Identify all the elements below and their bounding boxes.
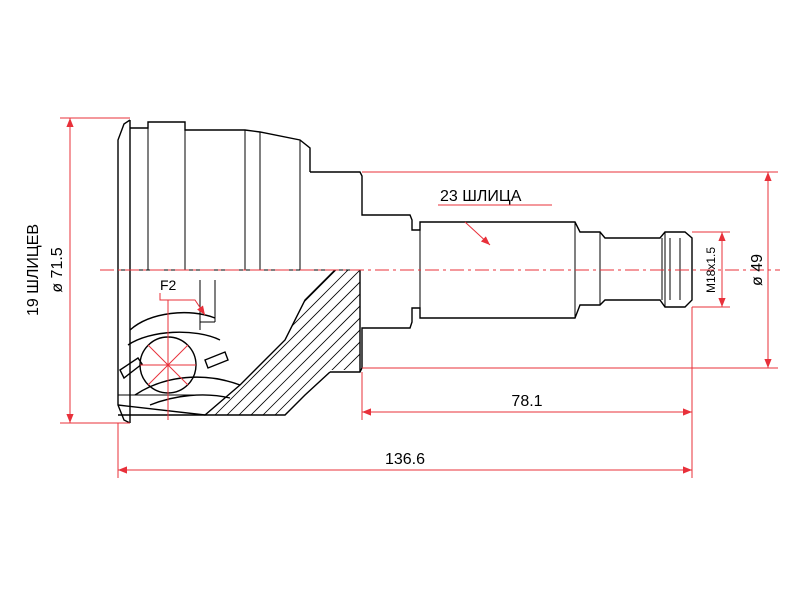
leader-flat-mark	[159, 293, 206, 316]
dimension-total-length	[117, 423, 692, 478]
dimension-shaft-length	[361, 307, 693, 478]
section-view	[117, 269, 361, 420]
flat-mark-label: F2	[160, 277, 177, 293]
dimension-shaft-diameter	[362, 171, 778, 369]
shaft-length-label: 78.1	[511, 393, 542, 410]
leader-shaft-spline	[438, 204, 552, 246]
outer-spline-label: 19 ШЛИЦЕВ	[25, 224, 42, 316]
outer-diameter-label: ø 71.5	[49, 247, 66, 292]
total-length-label: 136.6	[385, 451, 425, 468]
shaft-diameter-label: ø 49	[749, 254, 766, 286]
thread-label: M18x1.5	[704, 247, 718, 293]
stub-shaft	[310, 171, 693, 373]
section-hatch	[205, 270, 360, 415]
shaft-spline-label: 23 ШЛИЦА	[440, 188, 522, 205]
dimension-thread	[692, 231, 730, 308]
